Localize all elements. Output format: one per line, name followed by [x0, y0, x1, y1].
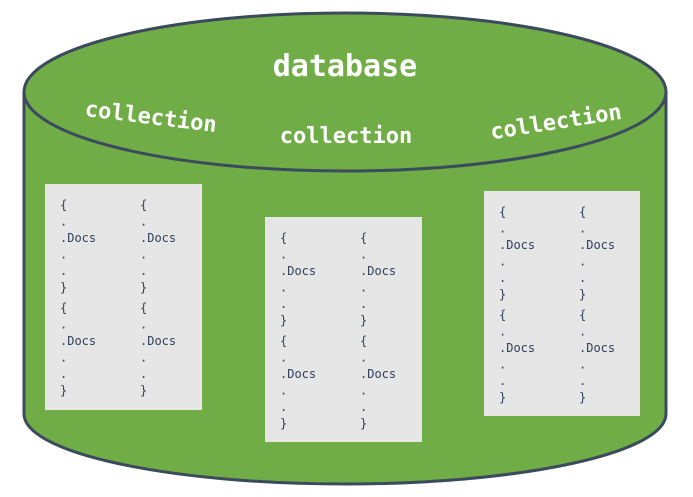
doc-line: .	[579, 325, 586, 339]
doc-line: }	[499, 391, 506, 405]
doc-line: .	[60, 248, 67, 262]
doc-line: .Docs	[579, 238, 615, 252]
doc-line: .	[360, 400, 367, 414]
doc-line: {	[280, 334, 287, 348]
doc-line: .	[140, 367, 147, 381]
doc-line: .	[280, 400, 287, 414]
doc-line: .	[499, 358, 506, 372]
doc-line: .	[140, 351, 147, 365]
doc-line: .	[499, 325, 506, 339]
documents-layer: {. .Docs..} {. .Docs..} {. .Docs..} {. .Docs..}…	[60, 198, 615, 431]
doc-line: {	[360, 334, 367, 348]
doc-line: .Docs	[499, 341, 535, 355]
doc-line: .	[280, 248, 287, 262]
doc-line: .	[140, 318, 147, 332]
doc-line: .	[60, 318, 67, 332]
doc-line: .Docs	[360, 264, 396, 278]
doc-line: }	[360, 314, 367, 328]
cylinder-top	[22, 11, 668, 173]
doc-line: .	[499, 222, 506, 236]
doc-line: .	[280, 351, 287, 365]
doc-line: {	[360, 231, 367, 245]
doc-line: .	[360, 384, 367, 398]
database-title: database	[273, 49, 418, 84]
collection-label-2: collection	[280, 124, 412, 149]
doc-line: .	[140, 248, 147, 262]
doc-line: .Docs	[579, 341, 615, 355]
doc-line: .Docs	[140, 231, 176, 245]
doc-line: {	[60, 301, 67, 315]
doc-line: {	[579, 308, 586, 322]
doc-line: .	[579, 374, 586, 388]
doc-line: .	[499, 255, 506, 269]
doc-line: .	[360, 297, 367, 311]
doc-line: .	[140, 215, 147, 229]
doc-line: .	[360, 281, 367, 295]
doc-line: {	[280, 231, 287, 245]
doc-line: .Docs	[360, 367, 396, 381]
doc-line: }	[60, 384, 67, 398]
doc-line: .Docs	[60, 334, 96, 348]
doc-line: .Docs	[280, 264, 316, 278]
doc-line: .	[60, 367, 67, 381]
doc-line: .	[360, 351, 367, 365]
doc-line: }	[280, 417, 287, 431]
doc-line: .	[280, 281, 287, 295]
doc-line: }	[140, 384, 147, 398]
doc-line: {	[140, 301, 147, 315]
doc-line: .	[280, 297, 287, 311]
doc-line: .	[579, 222, 586, 236]
doc-line: }	[499, 288, 506, 302]
doc-line: }	[140, 281, 147, 295]
doc-line: .	[60, 215, 67, 229]
doc-line: .Docs	[60, 231, 96, 245]
doc-line: }	[579, 391, 586, 405]
doc-line: {	[499, 205, 506, 219]
doc-line: .	[579, 358, 586, 372]
doc-line: }	[579, 288, 586, 302]
doc-line: {	[140, 198, 147, 212]
doc-line: .Docs	[499, 238, 535, 252]
doc-line: .	[60, 264, 67, 278]
doc-line: {	[60, 198, 67, 212]
doc-line: {	[499, 308, 506, 322]
doc-line: .	[140, 264, 147, 278]
collection-panel-2	[265, 217, 422, 442]
doc-line: .	[499, 374, 506, 388]
doc-line: .	[579, 255, 586, 269]
doc-line: .	[499, 271, 506, 285]
doc-line: {	[579, 205, 586, 219]
doc-line: .Docs	[280, 367, 316, 381]
collection-panel-3	[484, 191, 640, 416]
doc-line: .	[60, 351, 67, 365]
doc-line: .	[579, 271, 586, 285]
doc-line: }	[280, 314, 287, 328]
doc-line: }	[60, 281, 67, 295]
doc-line: .	[360, 248, 367, 262]
doc-line: }	[360, 417, 367, 431]
doc-line: .	[280, 384, 287, 398]
doc-line: .Docs	[140, 334, 176, 348]
collection-panel-1	[45, 184, 202, 410]
